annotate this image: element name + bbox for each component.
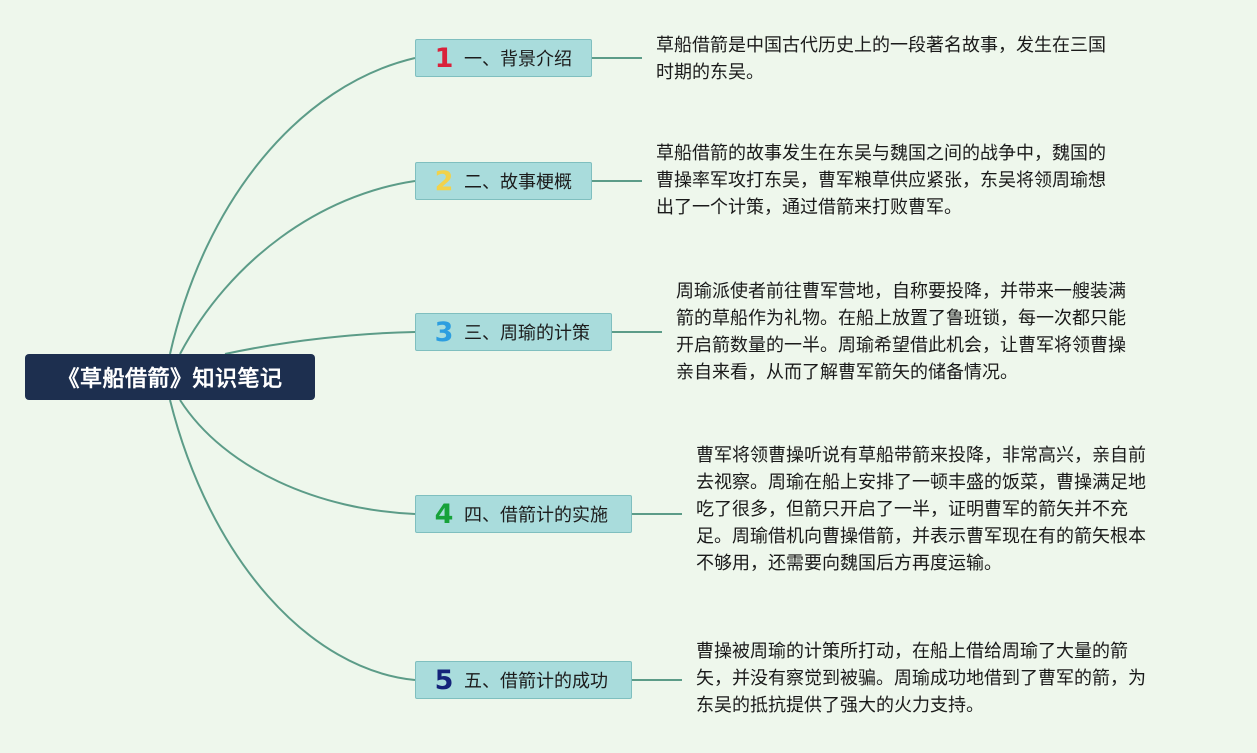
branch-1[interactable]: 1 一、背景介绍 — [415, 39, 592, 77]
detail-line: 不够用，还需要向魏国后方再度运输。 — [696, 553, 1002, 574]
detail-line: 矢，并没有察觉到被骗。周瑜成功地借到了曹军的箭，为 — [696, 668, 1146, 689]
detail-note-1: 草船借箭是中国古代历史上的一段著名故事，发生在三国时期的东吴。 — [656, 32, 1106, 86]
branch-number: 3 — [434, 316, 454, 348]
detail-note-4: 曹军将领曹操听说有草船带箭来投降，非常高兴，亲自前去视察。周瑜在船上安排了一顿丰… — [696, 442, 1146, 577]
branch-number: 4 — [434, 498, 454, 530]
detail-line: 曹操被周瑜的计策所打动，在船上借给周瑜了大量的箭 — [696, 641, 1128, 662]
detail-line: 箭的草船作为礼物。在船上放置了鲁班锁，每一次都只能 — [676, 308, 1126, 329]
detail-line: 去视察。周瑜在船上安排了一顿丰盛的饭菜，曹操满足地 — [696, 472, 1146, 493]
detail-line: 时期的东吴。 — [656, 62, 764, 83]
branch-label: 五、借箭计的成功 — [464, 671, 608, 692]
detail-line: 开启箭数量的一半。周瑜希望借此机会，让曹军将领曹操 — [676, 335, 1126, 356]
detail-note-2: 草船借箭的故事发生在东吴与魏国之间的战争中，魏国的曹操率军攻打东吴，曹军粮草供应… — [656, 140, 1106, 221]
branch-2[interactable]: 2 二、故事梗概 — [415, 162, 592, 200]
branch-5[interactable]: 5 五、借箭计的成功 — [415, 661, 632, 699]
detail-line: 足。周瑜借机向曹操借箭，并表示曹军现在有的箭矢根本 — [696, 526, 1146, 547]
branch-label: 一、背景介绍 — [464, 49, 572, 70]
root-topic[interactable]: 《草船借箭》知识笔记 — [25, 354, 315, 400]
detail-line: 出了一个计策，通过借箭来打败曹军。 — [656, 197, 962, 218]
root-topic-title: 《草船借箭》知识笔记 — [57, 367, 283, 392]
detail-line: 曹操率军攻打东吴，曹军粮草供应紧张，东吴将领周瑜想 — [656, 170, 1106, 191]
connector-root-branch-5 — [169, 399, 416, 681]
detail-line: 吃了很多，但箭只开启了一半，证明曹军的箭矢并不充 — [696, 499, 1128, 520]
detail-line: 草船借箭的故事发生在东吴与魏国之间的战争中，魏国的 — [656, 143, 1106, 164]
branch-3[interactable]: 3 三、周瑜的计策 — [415, 313, 612, 351]
branch-label: 二、故事梗概 — [464, 172, 572, 193]
branch-label: 三、周瑜的计策 — [464, 323, 590, 344]
detail-line: 周瑜派使者前往曹军营地，自称要投降，并带来一艘装满 — [676, 281, 1126, 302]
detail-line: 曹军将领曹操听说有草船带箭来投降，非常高兴，亲自前 — [696, 445, 1146, 466]
detail-line: 亲自来看，从而了解曹军箭矢的储备情况。 — [676, 362, 1018, 383]
detail-note-5: 曹操被周瑜的计策所打动，在船上借给周瑜了大量的箭矢，并没有察觉到被骗。周瑜成功地… — [696, 638, 1146, 719]
connector-root-branch-2 — [179, 180, 416, 355]
branch-label: 四、借箭计的实施 — [464, 505, 608, 526]
branch-4[interactable]: 4 四、借箭计的实施 — [415, 495, 632, 533]
connector-root-branch-4 — [179, 399, 416, 515]
detail-line: 草船借箭是中国古代历史上的一段著名故事，发生在三国 — [656, 35, 1106, 56]
detail-note-3: 周瑜派使者前往曹军营地，自称要投降，并带来一艘装满箭的草船作为礼物。在船上放置了… — [676, 278, 1126, 386]
branch-number: 1 — [434, 42, 454, 74]
branch-number: 2 — [434, 165, 454, 197]
branch-number: 5 — [434, 664, 454, 696]
detail-line: 东吴的抵抗提供了强大的火力支持。 — [696, 695, 984, 716]
connector-root-branch-1 — [169, 57, 416, 355]
connector-root-branch-3 — [224, 331, 416, 355]
